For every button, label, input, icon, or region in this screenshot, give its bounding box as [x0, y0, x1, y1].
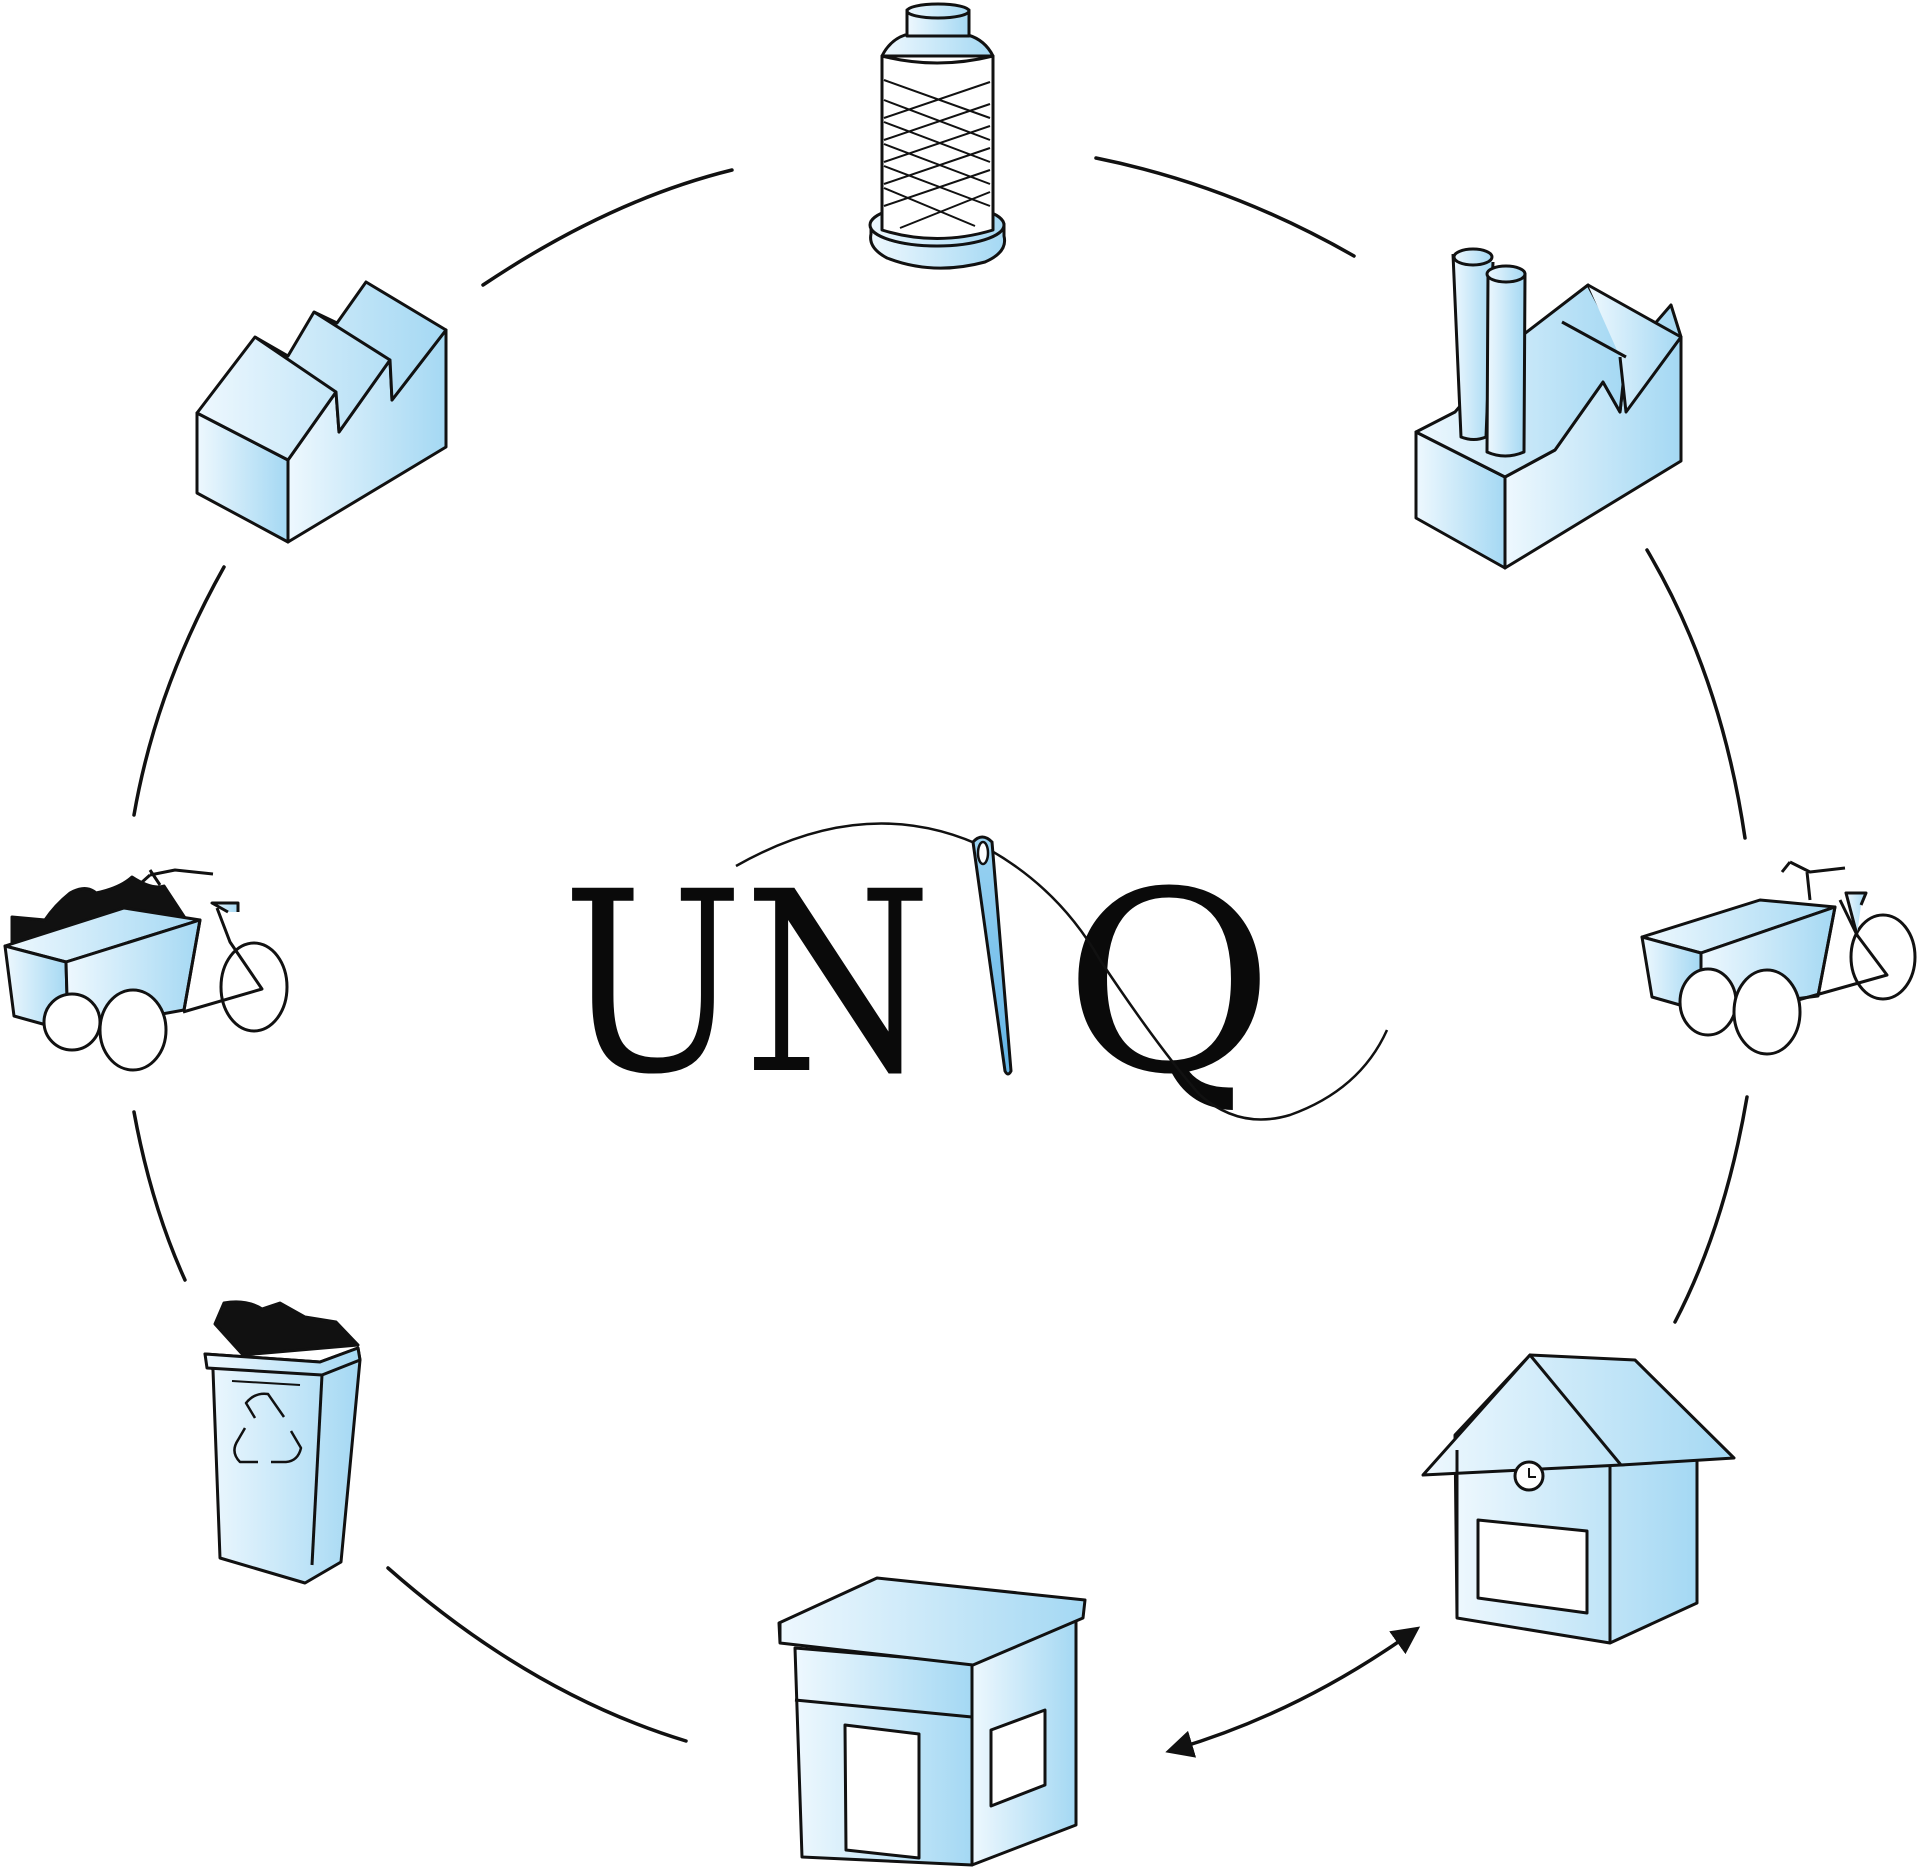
uniq-logo: UN Q [562, 822, 1389, 1129]
recycle-symbol [233, 1392, 303, 1464]
arc-loaded-bike-to-bin [132, 1110, 187, 1282]
factory-chimneys-icon [1414, 247, 1683, 570]
store-building-icon [777, 1576, 1087, 1867]
cargo-bike-loaded-icon [3, 868, 289, 1072]
arc-spool-to-chimney-factory [1094, 156, 1356, 258]
arc-store-shop-bidirectional [1165, 1626, 1421, 1758]
logo-text-un: UN [562, 838, 932, 1129]
arc-chimney-factory-to-bike [1645, 548, 1747, 840]
recycling-bin-icon [203, 1300, 362, 1585]
cargo-bike-right-icon [1640, 860, 1917, 1056]
arc-factory-to-loaded-bike [132, 565, 226, 817]
shop-house-clock-icon [1421, 1353, 1736, 1645]
needle-icon [971, 835, 1013, 1076]
factory-sawtooth-icon [195, 282, 448, 544]
connector-arcs [132, 156, 1749, 1758]
arc-bike-to-shop [1673, 1095, 1749, 1324]
arc-factory-to-spool [481, 168, 734, 287]
arc-bin-to-store [386, 1566, 688, 1743]
thread-spool-icon [868, 2, 1007, 270]
logo-thread [735, 822, 1389, 1121]
logo-text-q: Q [1064, 838, 1274, 1129]
